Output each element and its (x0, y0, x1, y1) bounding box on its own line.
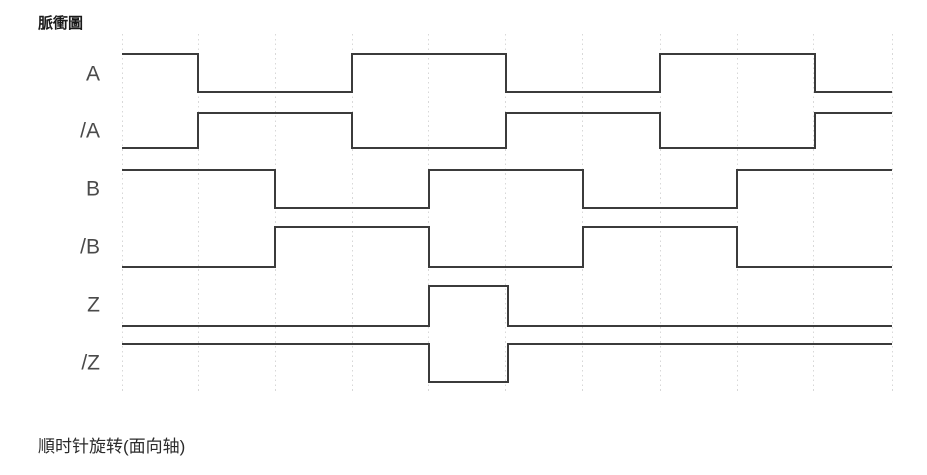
signal-label-not-A: /A (80, 120, 100, 143)
waveform-B (122, 169, 892, 209)
gridlines-group (122, 34, 893, 392)
diagram-caption: 順时针旋转(面向轴) (38, 437, 186, 456)
signal-label-B: B (86, 178, 100, 201)
timing-diagram: A/A B/B Z/Z (80, 34, 893, 392)
waveform-not-A (122, 112, 892, 149)
signal-label-Z: Z (87, 294, 100, 317)
signal-label-not-B: /B (80, 236, 100, 259)
waveform-Z (122, 285, 892, 327)
signal-labels-group: A/A B/B Z/Z (80, 63, 100, 375)
waveform-A (122, 53, 892, 93)
page-title: 脈衝圖 (38, 15, 84, 32)
signal-label-not-Z: /Z (81, 352, 100, 375)
waveform-not-Z (122, 343, 892, 383)
signal-label-A: A (86, 63, 100, 86)
waveforms-group (122, 53, 892, 383)
waveform-not-B (122, 226, 892, 268)
